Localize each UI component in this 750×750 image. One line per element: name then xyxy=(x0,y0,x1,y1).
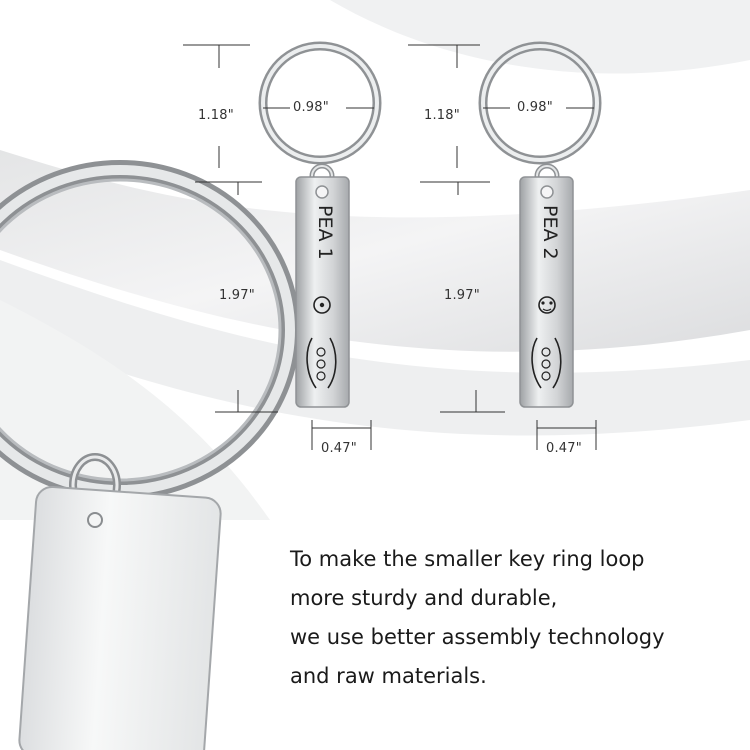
ring-height-label-2: 1.18" xyxy=(424,108,460,123)
dimension-lines-2 xyxy=(408,44,597,450)
tag-pea-2 xyxy=(478,41,602,408)
tag-length-label-1: 1.97" xyxy=(219,288,255,303)
caption-line: more sturdy and durable, xyxy=(290,586,558,610)
caption-text: To make the smaller key ring loop more s… xyxy=(290,540,730,696)
tag-pea-1 xyxy=(258,41,382,408)
ring-diameter-label-2: 0.98" xyxy=(517,100,553,115)
ring-height-label-1: 1.18" xyxy=(198,108,234,123)
caption-line: and raw materials. xyxy=(290,664,487,688)
ring-diameter-label-1: 0.98" xyxy=(293,100,329,115)
tag-1-engraving: PEA 1 xyxy=(314,205,336,260)
tag-width-label-2: 0.47" xyxy=(546,441,582,456)
caption-line: To make the smaller key ring loop xyxy=(290,547,645,571)
tag-2-engraving: PEA 2 xyxy=(539,205,561,260)
large-keyring xyxy=(0,160,300,750)
tag-width-label-1: 0.47" xyxy=(321,441,357,456)
tag-length-label-2: 1.97" xyxy=(444,288,480,303)
dimension-lines-1 xyxy=(183,44,374,450)
caption-line: we use better assembly technology xyxy=(290,625,665,649)
